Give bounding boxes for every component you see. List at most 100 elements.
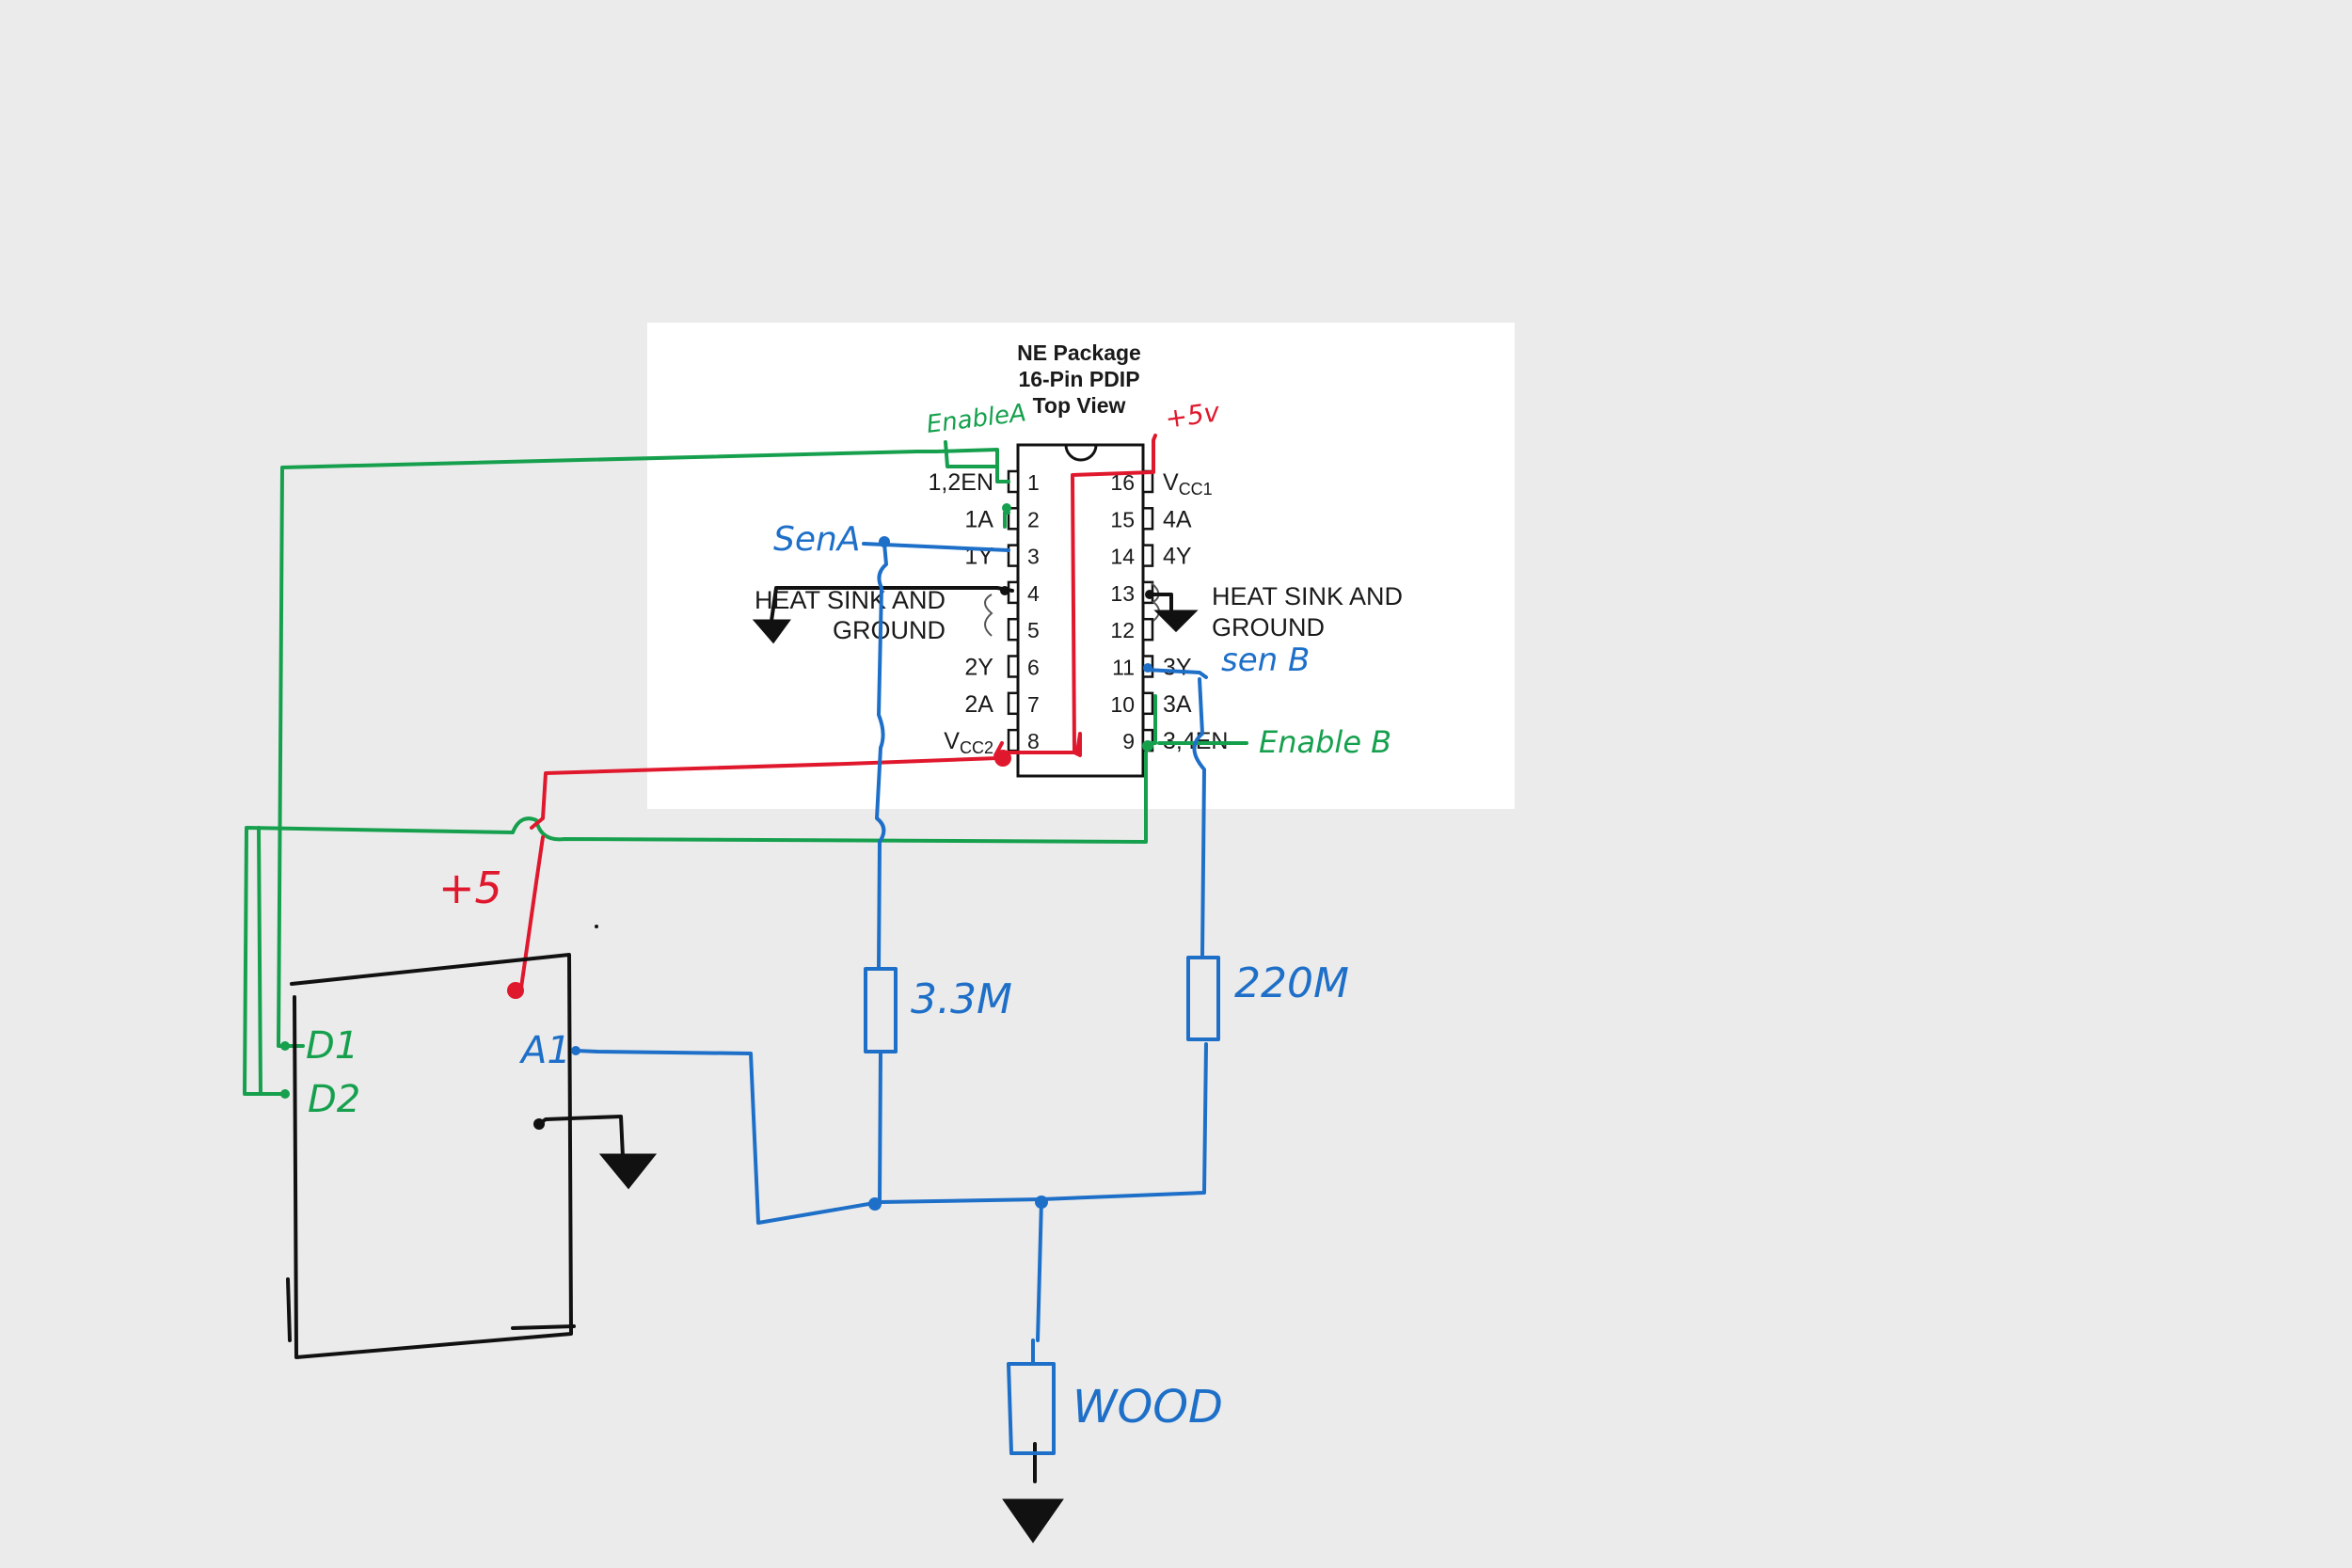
pin9-dot: [1142, 740, 1153, 752]
wire-pin2: [1003, 511, 1010, 529]
pin-number-8: 8: [1027, 729, 1040, 753]
label-r2: 220M: [1234, 959, 1349, 1007]
wire-gnd-right: [1148, 593, 1173, 615]
microcontroller-board: [290, 953, 573, 1359]
pin-number-11: 11: [1112, 656, 1135, 680]
heat-sink-right-brace: [1151, 582, 1160, 622]
wire-sen-a-down: [875, 542, 888, 971]
ic-body: [1016, 443, 1145, 778]
heat-sink-left-line-2: GROUND: [833, 616, 946, 644]
label-sen-a: SenA: [773, 520, 860, 559]
ic-pin-14: [1141, 544, 1154, 567]
ic-pin-4: [1007, 580, 1020, 605]
pin-name-left-1: 1A: [964, 506, 993, 532]
label-r1: 3.3M: [911, 975, 1012, 1023]
resistor-3-3m: [864, 967, 898, 1053]
board-shadow-bottom: [511, 1324, 576, 1330]
ic-notch: [1064, 444, 1098, 462]
wire-junction-bus: [878, 1042, 1208, 1204]
heat-sink-right-line-2: GROUND: [1212, 613, 1325, 641]
wire-d2-loop: [243, 751, 1148, 1096]
resistor-220m: [1186, 956, 1220, 1041]
enable-a-dot: [1002, 503, 1011, 513]
pin-name-left-6: 2A: [964, 691, 993, 718]
wire-d2-inner: [257, 826, 262, 1096]
sen-a-dot: [879, 536, 890, 547]
d1-pin-dot: [280, 1041, 290, 1051]
a1-dot: [571, 1046, 580, 1055]
ground-symbol-left: [752, 619, 791, 644]
ic-pin-3: [1007, 544, 1020, 567]
ground-symbols: [598, 610, 1199, 1544]
pin13-dot: [1145, 590, 1154, 599]
wire-vcc1: [530, 434, 1157, 830]
wire-enable-a: [277, 448, 1010, 1048]
wire-enable-a-stub: [944, 440, 999, 468]
ic-pin-7: [1007, 691, 1020, 716]
d2-pin-dot: [280, 1089, 290, 1099]
blue-wires: [574, 542, 1220, 1455]
wire-sen-b: [1144, 668, 1208, 679]
wire-r1-bottom: [878, 1052, 882, 1204]
pin4-dot: [1000, 586, 1009, 595]
pin-number-14: 14: [1110, 545, 1135, 569]
junction-r1: [868, 1197, 882, 1211]
ic-pin-15: [1141, 507, 1154, 531]
pin-number-5: 5: [1027, 618, 1040, 642]
pin-number-4: 4: [1027, 581, 1040, 606]
label-wood: WOOD: [1073, 1381, 1223, 1433]
wire-a1: [574, 1049, 882, 1225]
pin-number-15: 15: [1110, 507, 1135, 531]
wire-sen-b-down: [1192, 677, 1206, 957]
label-sen-b: sen B: [1221, 641, 1310, 679]
stray-dot: [595, 925, 598, 928]
heat-sink-right-line-1: HEAT SINK AND: [1212, 582, 1403, 610]
ic-pin-6: [1007, 655, 1020, 678]
pin-name-right-6: 3A: [1163, 691, 1192, 718]
label-d2: D2: [308, 1078, 360, 1121]
pin-name-left-5: 2Y: [964, 655, 993, 681]
pin-name-right-2: 4Y: [1163, 544, 1192, 570]
ic-pin-2: [1007, 507, 1020, 531]
label-plus5-top: +5v: [1163, 396, 1221, 435]
pin-number-2: 2: [1027, 507, 1040, 531]
label-enable-b: Enable B: [1259, 724, 1391, 760]
pin-number-6: 6: [1027, 656, 1040, 680]
resistor-wood: [1007, 1362, 1056, 1455]
datasheet-panel: [647, 323, 1515, 809]
wire-board-gnd: [537, 1115, 625, 1159]
wire-plus5-to-board: [519, 835, 545, 990]
sen-b-dot: [1143, 663, 1152, 673]
board-gnd-dot: [533, 1118, 545, 1130]
green-wires: [243, 440, 1248, 1096]
board-shadow-left: [286, 1277, 292, 1342]
heat-sink-left-line-1: HEAT SINK AND: [755, 586, 946, 614]
pin-number-12: 12: [1110, 618, 1135, 642]
vcc2-dot: [994, 750, 1011, 767]
ground-symbol-wood: [1002, 1498, 1064, 1544]
datasheet-title-line-2: 16-Pin PDIP: [1018, 367, 1139, 391]
datasheet-title-line-3: Top View: [1033, 393, 1126, 418]
ic-pin-12: [1141, 617, 1154, 641]
pin-number-1: 1: [1027, 470, 1040, 495]
pin-name-left-0: 1,2EN: [929, 469, 993, 496]
wire-to-wood: [1036, 1197, 1043, 1342]
pin-number-9: 9: [1122, 729, 1135, 753]
ground-symbol-board: [598, 1153, 658, 1190]
pin-number-10: 10: [1110, 692, 1135, 717]
junction-wood: [1035, 1196, 1048, 1209]
datasheet-title: NE Package 16-Pin PDIP Top View: [1017, 341, 1141, 418]
heat-sink-left-brace: [984, 594, 993, 637]
board-5v-dot: [507, 982, 524, 999]
pin-number-13: 13: [1110, 581, 1135, 606]
datasheet-title-line-1: NE Package: [1017, 341, 1141, 365]
pin-number-3: 3: [1027, 545, 1040, 569]
pin-name-right-5: 3Y: [1163, 655, 1192, 681]
ground-symbol-right: [1153, 610, 1199, 633]
ic-pin-10: [1141, 691, 1154, 716]
pin-number-7: 7: [1027, 692, 1040, 717]
pin-name-right-1: 4A: [1163, 506, 1192, 532]
ic-pin-5: [1007, 617, 1020, 641]
